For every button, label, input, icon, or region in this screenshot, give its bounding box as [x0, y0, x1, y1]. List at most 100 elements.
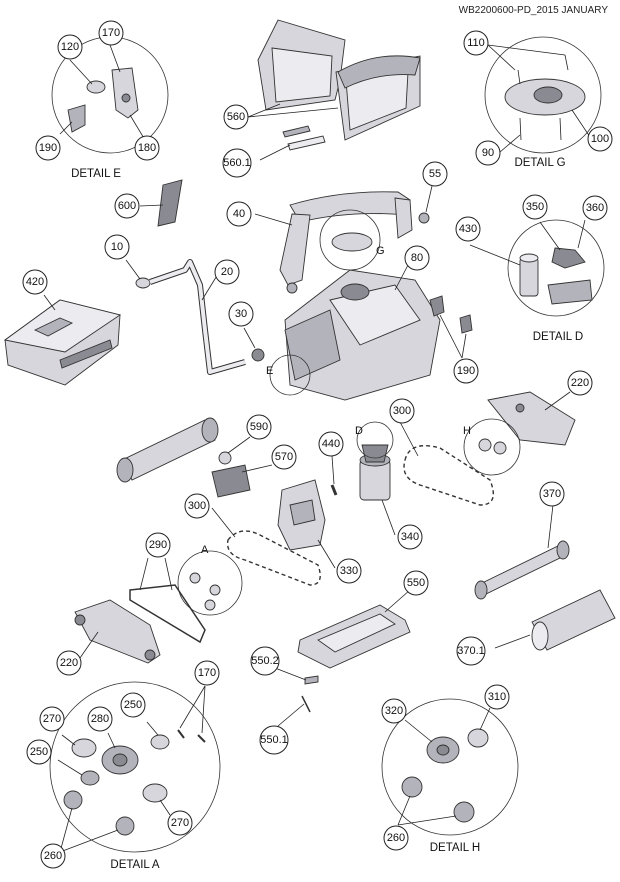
leader-270-bottom: [159, 799, 171, 816]
callout-440-label: 440: [322, 438, 340, 450]
leader-550-2: [274, 667, 307, 681]
callout-40-label: 40: [233, 208, 245, 220]
callout-20: 20: [214, 259, 240, 285]
leader-360: [577, 219, 586, 249]
detail-h-label: DETAIL H: [430, 842, 480, 854]
callout-550-2-label: 550.2: [251, 655, 279, 667]
callout-270-top: 270: [39, 706, 65, 732]
callout-260-right-label: 260: [387, 832, 405, 844]
leader-170: [109, 44, 121, 73]
roller-left-body: [121, 419, 216, 481]
track-right: [399, 421, 494, 506]
swivel-hose-fill: [149, 260, 246, 374]
main-body-side: [284, 309, 341, 381]
handle-bolt-55: [418, 212, 430, 224]
handle-right-arm: [394, 197, 413, 239]
leader-40: [254, 213, 293, 226]
leader-260-left-a: [59, 807, 73, 853]
track-left: [211, 507, 321, 586]
detail-a-inset-ring: [177, 550, 243, 616]
detail-a-part-270-bottom: [142, 783, 168, 803]
detail-e-bracket-hole: [121, 93, 131, 103]
clip-190-right-b: [459, 314, 473, 334]
detail-g-screw-2: [564, 54, 569, 71]
detail-g-ring: [484, 36, 602, 154]
callout-360: 360: [582, 195, 608, 221]
callout-570: 570: [271, 444, 297, 470]
side-panel-bottom-hole-1: [74, 614, 86, 626]
power-supply-label: [59, 339, 113, 369]
detail-h-ring: [381, 698, 519, 836]
leader-190-right-a: [439, 314, 463, 359]
callout-260-right: 260: [383, 825, 409, 851]
callout-55: 55: [422, 161, 448, 187]
callout-110: 110: [463, 30, 489, 56]
leader-560-b: [247, 107, 339, 118]
callout-430: 430: [455, 216, 481, 242]
callout-20-label: 20: [221, 266, 233, 278]
leader-120: [69, 59, 93, 85]
shaft-body: [477, 544, 567, 596]
callout-250-top-label: 250: [124, 699, 142, 711]
leader-270-top: [61, 734, 76, 746]
callout-420-label: 420: [26, 276, 44, 288]
power-supply: [3, 294, 122, 386]
detail-d-impeller-350: [551, 247, 586, 269]
detail-a-part-250-top: [150, 734, 170, 750]
bottom-plate-grille: [317, 613, 396, 653]
callout-270-bottom: 270: [167, 810, 193, 836]
roller-sleeve-end: [531, 621, 549, 651]
leader-100: [571, 109, 591, 138]
filter-strip-lower: [287, 135, 326, 151]
shaft-370: [474, 504, 570, 600]
leader-430: [469, 244, 521, 266]
power-supply-handle: [33, 317, 74, 337]
swivel-cap-10: [135, 277, 151, 289]
detail-a-part-260-a: [63, 790, 83, 810]
leader-560-1: [259, 144, 291, 161]
detail-d-ring: [507, 219, 605, 317]
callout-300-mid-label: 300: [393, 405, 411, 417]
callout-55-label: 55: [429, 168, 441, 180]
callout-80: 80: [404, 245, 430, 271]
callout-350-label: 350: [526, 201, 544, 213]
document-reference: WB2200600-PD_2015 JANUARY: [458, 5, 608, 16]
leader-340: [381, 499, 396, 536]
leader-220-bottom: [79, 631, 99, 659]
callout-300-mid: 300: [389, 398, 415, 424]
filter-baskets: [247, 19, 421, 161]
callout-220-bottom-label: 220: [60, 657, 78, 669]
callout-110-label: 110: [467, 37, 485, 49]
detail-d-base: [547, 279, 593, 305]
callout-320-label: 320: [385, 705, 403, 717]
detail-a-inset-wheel-1: [189, 572, 201, 584]
callout-440: 440: [318, 431, 344, 457]
leader-110-a: [487, 44, 516, 71]
detail-e-clip: [67, 104, 86, 133]
detail-h-inset-wheel-2: [493, 441, 507, 455]
callout-80-label: 80: [411, 252, 423, 264]
bottom-plate-550: [297, 589, 411, 669]
side-panel-top: [487, 391, 576, 446]
callout-220-top: 220: [567, 370, 593, 396]
pin-440: [330, 484, 338, 496]
detail-g-inset-plate: [331, 232, 373, 252]
side-panel-bottom-body: [74, 599, 161, 664]
leader-250-top: [146, 721, 159, 736]
callout-190-left-label: 190: [39, 142, 57, 154]
leader-420: [43, 294, 56, 311]
leader-550-1: [277, 703, 305, 727]
callout-260-left-label: 260: [44, 850, 62, 862]
leader-330: [317, 539, 336, 569]
leader-570: [241, 464, 273, 473]
leader-350: [539, 221, 561, 251]
detail-g-group: DETAIL G: [484, 36, 602, 169]
swivel-hose: [125, 259, 246, 375]
callout-560: 560: [223, 104, 249, 130]
callout-190-left: 190: [35, 135, 61, 161]
detail-g-inset-letter: G: [376, 245, 385, 257]
side-panel-bottom-hole-2: [144, 649, 156, 661]
callout-310-label: 310: [488, 691, 506, 703]
callout-120-label: 120: [61, 41, 79, 53]
